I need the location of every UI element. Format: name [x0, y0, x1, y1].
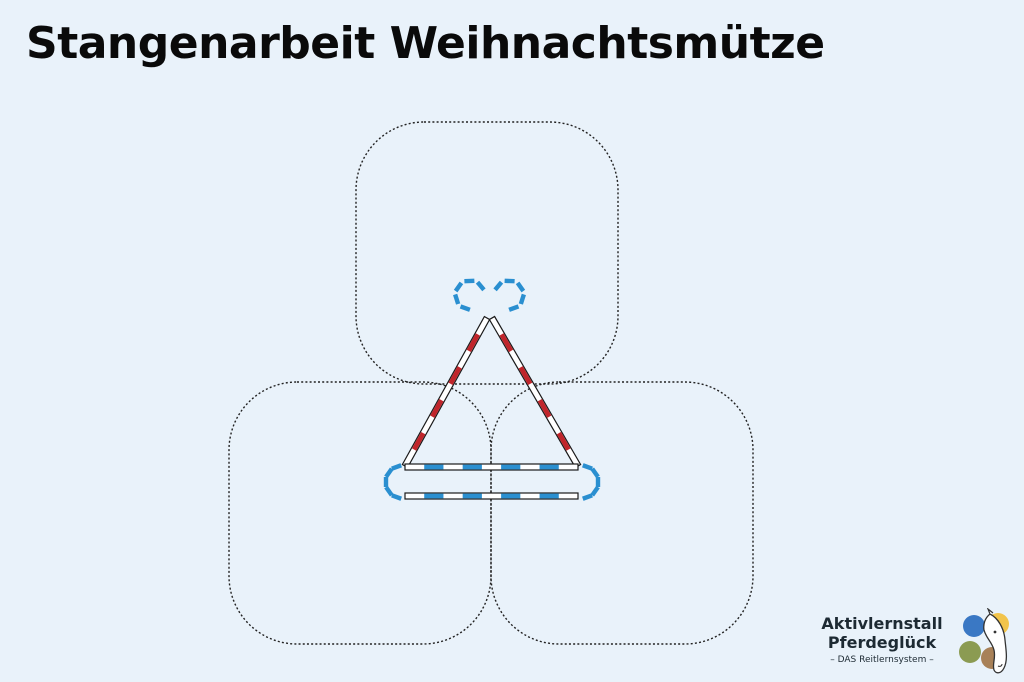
cone-markers-left — [383, 463, 402, 501]
volte-circles — [228, 121, 754, 645]
ground-poles — [401, 315, 582, 500]
pole-base-lower-blue — [404, 492, 579, 500]
cone-markers — [383, 278, 601, 501]
cone-markers-right — [582, 463, 601, 501]
logo-tagline: – DAS Reitlernsystem – — [830, 655, 934, 665]
volte-bottom-left — [228, 381, 492, 645]
brand-logo: Aktivlernstall Pferdeglück – DAS Reitler… — [812, 608, 1020, 678]
cone-markers-top-right — [493, 278, 526, 312]
pole-right-side-red — [488, 315, 582, 469]
clover-horse-logo-icon — [959, 608, 1009, 674]
page-title: Stangenarbeit Weihnachtsmütze — [26, 18, 825, 69]
volte-top — [355, 121, 619, 385]
cone-markers-top-left — [453, 278, 486, 312]
logo-name-line1: Aktivlernstall — [821, 614, 943, 633]
logo-name-line2: Pferdeglück — [827, 633, 937, 652]
pole-base-upper-blue — [404, 463, 579, 471]
volte-bottom-right — [490, 381, 754, 645]
logo-text: Aktivlernstall Pferdeglück – DAS Reitler… — [812, 614, 952, 667]
pole-left-side-red — [401, 315, 491, 469]
